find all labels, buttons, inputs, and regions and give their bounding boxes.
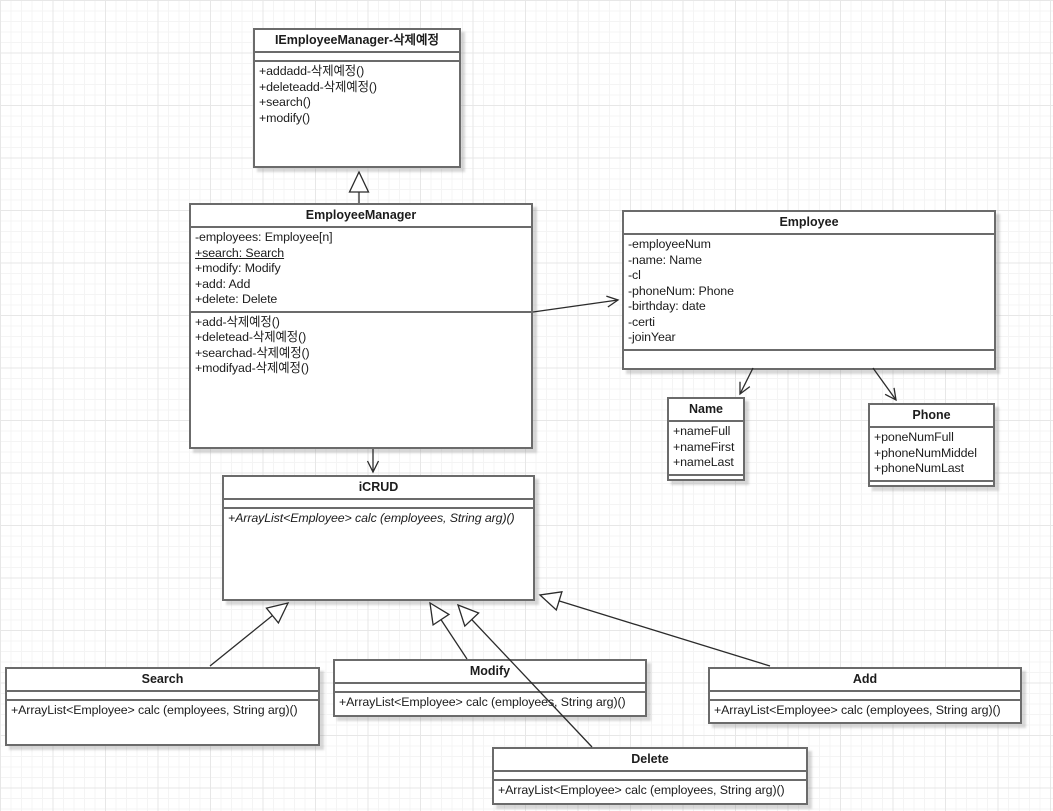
class-title: EmployeeManager: [191, 205, 531, 228]
attributes-compartment: [335, 684, 645, 693]
attributes-compartment: -employees: Employee[n] +search: Search …: [191, 228, 531, 313]
method-row: +addadd-삭제예정(): [259, 64, 365, 78]
attribute-row: +search: Search: [195, 245, 285, 260]
methods-compartment: +ArrayList<Employee> calc (employees, St…: [710, 701, 1020, 722]
attribute-row: +phoneNumMiddel: [874, 445, 977, 460]
methods-compartment: +addadd-삭제예정() +deleteadd-삭제예정() +search…: [255, 62, 459, 166]
method-row: +ArrayList<Employee> calc (employees, St…: [11, 703, 298, 717]
realization-modify-to-icrud[interactable]: [429, 601, 468, 660]
attribute-row: -employeeNum: [628, 237, 711, 251]
realization-add-to-icrud[interactable]: [538, 591, 771, 667]
method-row: +modify(): [259, 110, 311, 125]
class-employee[interactable]: Employee -employeeNum -name: Name -cl -p…: [622, 210, 996, 370]
class-title: iCRUD: [224, 477, 533, 500]
method-row: +searchad-삭제예정(): [195, 345, 310, 360]
method-row: +ArrayList<Employee> calc (employees, St…: [228, 511, 515, 525]
class-title: Phone: [870, 405, 993, 428]
methods-compartment: +ArrayList<Employee> calc (employees, St…: [335, 693, 645, 715]
class-icrud[interactable]: iCRUD +ArrayList<Employee> calc (employe…: [222, 475, 535, 601]
realization-delete-to-icrud[interactable]: [456, 603, 593, 748]
attributes-compartment: [710, 692, 1020, 701]
methods-compartment: +add-삭제예정() +deletead-삭제예정() +searchad-삭…: [191, 313, 531, 448]
methods-compartment: [624, 351, 994, 369]
methods-compartment: [870, 482, 993, 487]
methods-compartment: +ArrayList<Employee> calc (employees, St…: [224, 509, 533, 599]
class-delete[interactable]: Delete +ArrayList<Employee> calc (employ…: [492, 747, 808, 805]
attribute-row: +nameFirst: [673, 439, 735, 454]
attribute-row: -phoneNum: Phone: [628, 283, 734, 298]
association-employee-to-phone[interactable]: [872, 367, 897, 402]
class-modify[interactable]: Modify +ArrayList<Employee> calc (employ…: [333, 659, 647, 717]
association-employeemanager-to-employee[interactable]: [532, 295, 620, 313]
methods-compartment: +ArrayList<Employee> calc (employees, St…: [494, 781, 806, 803]
class-title: Modify: [335, 661, 645, 684]
realization-search-to-icrud[interactable]: [209, 602, 290, 667]
class-iemployeemanager[interactable]: IEmployeeManager-삭제예정 +addadd-삭제예정() +de…: [253, 28, 461, 168]
attribute-row: +modify: Modify: [195, 261, 281, 275]
methods-compartment: [669, 476, 743, 481]
method-row: +search(): [259, 95, 311, 109]
method-row: +ArrayList<Employee> calc (employees, St…: [714, 703, 1001, 717]
attribute-row: +nameFull: [673, 424, 731, 438]
class-phone[interactable]: Phone +poneNumFull +phoneNumMiddel +phon…: [868, 403, 995, 487]
class-title: Add: [710, 669, 1020, 692]
attribute-row: -name: Name: [628, 252, 702, 267]
attribute-row: +add: Add: [195, 276, 251, 291]
attributes-compartment: [7, 692, 318, 701]
attributes-compartment: +poneNumFull +phoneNumMiddel +phoneNumLa…: [870, 428, 993, 482]
class-title: Search: [7, 669, 318, 692]
class-employeemanager[interactable]: EmployeeManager -employees: Employee[n] …: [189, 203, 533, 449]
attribute-row: +delete: Delete: [195, 292, 278, 306]
method-row: +deleteadd-삭제예정(): [259, 79, 377, 94]
method-row: +modifyad-삭제예정(): [195, 361, 309, 375]
attributes-compartment: [494, 772, 806, 781]
class-title: IEmployeeManager-삭제예정: [255, 30, 459, 53]
class-search[interactable]: Search +ArrayList<Employee> calc (employ…: [5, 667, 320, 746]
attributes-compartment: -employeeNum -name: Name -cl -phoneNum: …: [624, 235, 994, 351]
association-employee-to-name[interactable]: [739, 367, 754, 396]
attributes-compartment: [255, 53, 459, 62]
method-row: +ArrayList<Employee> calc (employees, St…: [339, 695, 626, 709]
attributes-compartment: +nameFull +nameFirst +nameLast: [669, 422, 743, 476]
attribute-row: -cl: [628, 268, 641, 282]
attribute-row: +nameLast: [673, 455, 734, 469]
attribute-row: -joinYear: [628, 330, 676, 344]
class-name[interactable]: Name +nameFull +nameFirst +nameLast: [667, 397, 745, 481]
class-title: Delete: [494, 749, 806, 772]
class-title: Employee: [624, 212, 994, 235]
method-row: +deletead-삭제예정(): [195, 330, 307, 344]
method-row: +add-삭제예정(): [195, 314, 280, 329]
attribute-row: -certi: [628, 314, 655, 329]
class-title: Name: [669, 399, 743, 422]
attribute-row: +poneNumFull: [874, 430, 954, 444]
attribute-row: +phoneNumLast: [874, 461, 964, 475]
class-add[interactable]: Add +ArrayList<Employee> calc (employees…: [708, 667, 1022, 724]
methods-compartment: +ArrayList<Employee> calc (employees, St…: [7, 701, 318, 744]
attributes-compartment: [224, 500, 533, 509]
attribute-row: -birthday: date: [628, 299, 706, 313]
attribute-row: -employees: Employee[n]: [195, 230, 333, 244]
method-row: +ArrayList<Employee> calc (employees, St…: [498, 783, 785, 797]
